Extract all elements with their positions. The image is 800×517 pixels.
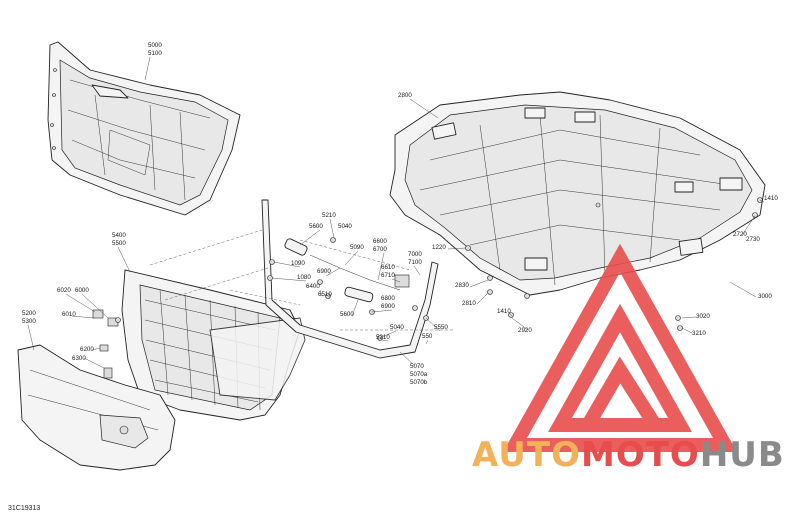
callout-5210-bottom: 5210 <box>376 334 390 341</box>
door-panel-part <box>47 41 241 216</box>
callout-6600: 6600 <box>373 238 387 245</box>
callout-6610: 6610 <box>381 264 395 271</box>
front-fascia-part <box>17 344 176 471</box>
callout-5100: 5100 <box>148 50 162 57</box>
watermark-logo <box>503 243 737 452</box>
callout-6400: 6400 <box>306 283 320 290</box>
callout-5550: 5550 <box>434 324 448 331</box>
callout-7000: 7000 <box>408 251 422 258</box>
watermark-part-auto: AUTO <box>472 435 581 475</box>
diagram-reference-code: 31C19313 <box>8 505 40 512</box>
skid-plate-fasteners <box>465 197 763 331</box>
callout-1080: 1080 <box>297 274 311 281</box>
callout-6020: 6020 <box>57 287 71 294</box>
callout-1090: 1090 <box>291 260 305 267</box>
callout-6710: 6710 <box>381 272 395 279</box>
callout-2720: 2720 <box>733 231 747 238</box>
seal-strip-part <box>261 199 439 359</box>
callout-2730: 2730 <box>746 236 760 243</box>
watermark-part-hub: HUB <box>700 435 785 475</box>
callout-5300: 5300 <box>22 318 36 325</box>
callout-6000: 6000 <box>75 287 89 294</box>
callout-3210: 3210 <box>692 330 706 337</box>
callout-5600-top: 5600 <box>309 223 323 230</box>
callout-5090: 5090 <box>350 244 364 251</box>
callout-6800: 6800 <box>381 295 395 302</box>
callout-6900-top: 6900 <box>317 268 331 275</box>
callout-5210-top: 5210 <box>322 212 336 219</box>
callout-1410-right: 1410 <box>764 195 778 202</box>
callout-5040-bottom: 5040 <box>390 324 404 331</box>
callout-1220: 1220 <box>432 244 446 251</box>
callout-2810: 2810 <box>462 300 476 307</box>
watermark-text: AUTOMOTOHUB <box>472 435 785 475</box>
bracket-fasteners <box>92 309 121 379</box>
callout-2920: 2920 <box>518 327 532 334</box>
callout-5000: 5000 <box>148 42 162 49</box>
callout-3020: 3020 <box>696 313 710 320</box>
callout-6700: 6700 <box>373 246 387 253</box>
callout-5400: 5400 <box>112 232 126 239</box>
callout-2800: 2800 <box>398 92 412 99</box>
callout-5040-top: 5040 <box>338 223 352 230</box>
callout-6010: 6010 <box>62 311 76 318</box>
callout-3000: 3000 <box>758 293 772 300</box>
callout-6900-bottom: 6900 <box>381 303 395 310</box>
skid-plate-part <box>389 91 766 296</box>
callout-550: 550 <box>422 333 433 340</box>
watermark-part-moto: MOTO <box>581 435 700 475</box>
callout-5600-bottom: 5600 <box>340 311 354 318</box>
callout-6300: 6300 <box>72 355 86 362</box>
watermark-triangle-icon <box>503 243 737 452</box>
callout-5070: 5070 <box>410 363 424 370</box>
callout-2830: 2830 <box>455 282 469 289</box>
callout-5070b: 5070b <box>410 379 428 386</box>
callout-5200: 5200 <box>22 310 36 317</box>
front-grille-part <box>121 269 306 421</box>
callout-6510: 6510 <box>318 291 332 298</box>
callout-7100: 7100 <box>408 259 422 266</box>
callout-5500: 5500 <box>112 240 126 247</box>
callout-6200: 6200 <box>80 346 94 353</box>
callout-1410-left: 1410 <box>497 308 511 315</box>
callout-5070a: 5070a <box>410 371 428 378</box>
